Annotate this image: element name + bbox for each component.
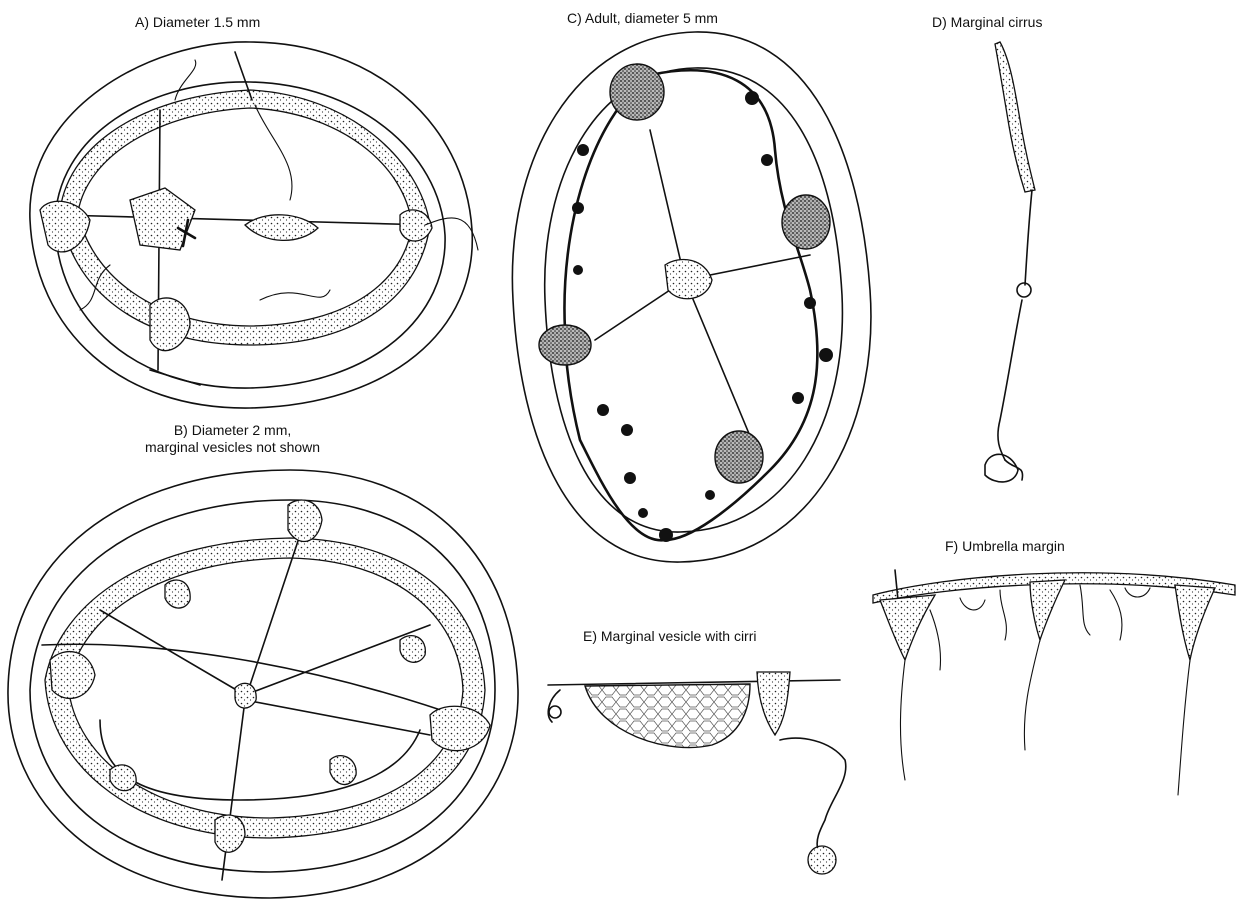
panel-b-top-bulb xyxy=(288,500,322,541)
panel-b-bottom-bulb xyxy=(215,815,245,852)
panel-f-bulb-1 xyxy=(880,595,935,660)
panel-c-drawing xyxy=(512,32,871,562)
panel-f-long-tentacles xyxy=(900,640,1190,795)
panel-d-cirrus-stalk xyxy=(998,190,1032,460)
panel-b-small-bulbs xyxy=(110,580,425,791)
panel-b-velum-line xyxy=(100,720,420,800)
panel-e-cirrus xyxy=(780,738,846,850)
panel-a-gonad xyxy=(245,215,318,241)
panel-c-vesicle-left xyxy=(539,325,591,365)
panel-d-drawing xyxy=(985,42,1035,482)
panel-e-bulb xyxy=(757,672,790,735)
panel-e-tip xyxy=(808,846,836,874)
panel-f-bulb-3 xyxy=(1175,585,1215,660)
panel-f-drawing xyxy=(873,570,1235,795)
panel-c-ring-canal xyxy=(564,70,817,540)
panel-d-loop xyxy=(1017,283,1031,297)
panel-b-manubrium xyxy=(235,683,256,708)
panel-a-bottom-bulb xyxy=(150,298,190,351)
panel-e-left-knob xyxy=(549,706,561,718)
panel-b-left-bulb xyxy=(50,652,95,699)
panel-c-manubrium xyxy=(665,260,712,299)
panel-c-vesicle-bottom xyxy=(715,431,763,483)
panel-d-cirrus-base xyxy=(995,42,1035,192)
panel-f-bulb-2 xyxy=(1030,580,1065,640)
panel-e-drawing xyxy=(548,672,846,874)
panel-f-short-tentacles xyxy=(930,585,1122,670)
panel-c-vesicle-top xyxy=(610,64,664,120)
panel-a-ring-canal xyxy=(60,90,430,345)
panel-e-vesicle xyxy=(585,684,750,748)
panel-c-vesicle-right xyxy=(782,195,830,249)
panel-b-drawing xyxy=(8,470,518,898)
panel-a-drawing xyxy=(30,42,478,408)
